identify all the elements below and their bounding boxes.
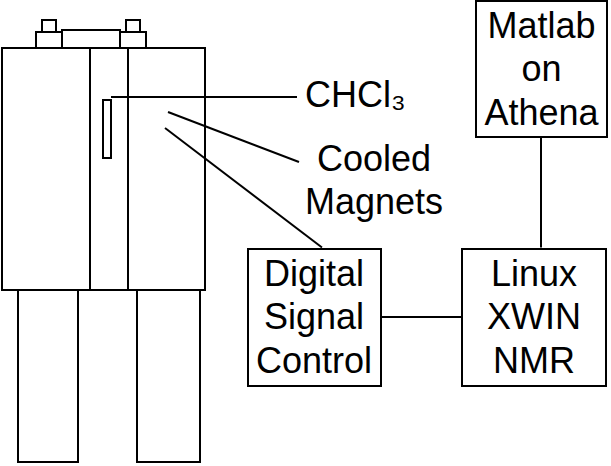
magnet-post [120, 32, 146, 48]
top-bar [62, 30, 120, 48]
connector-line [540, 138, 542, 248]
cabinet-leg [18, 290, 78, 462]
cabinet-seam [89, 48, 91, 290]
process-box: Matlab on Athena [475, 0, 608, 138]
magnet-cabinet [2, 48, 205, 290]
process-box: Digital Signal Control [247, 248, 382, 387]
cabinet-seam [127, 48, 129, 290]
process-box: Linux XWIN NMR [461, 248, 607, 387]
leader-line [165, 128, 322, 248]
magnet-post [36, 32, 62, 48]
connector-line [382, 316, 462, 318]
magnet-post [42, 20, 56, 32]
magnet-post [126, 20, 140, 32]
leader-line [111, 96, 297, 98]
part-label: CHCl₃ [305, 73, 406, 116]
cabinet-leg [137, 290, 200, 462]
leader-line [168, 112, 299, 162]
box-label: Linux XWIN NMR [487, 252, 581, 382]
box-label: Digital Signal Control [256, 252, 372, 382]
part-label: Cooled Magnets [305, 137, 443, 223]
box-label: Matlab on Athena [484, 4, 598, 134]
sample-tube [103, 100, 111, 158]
